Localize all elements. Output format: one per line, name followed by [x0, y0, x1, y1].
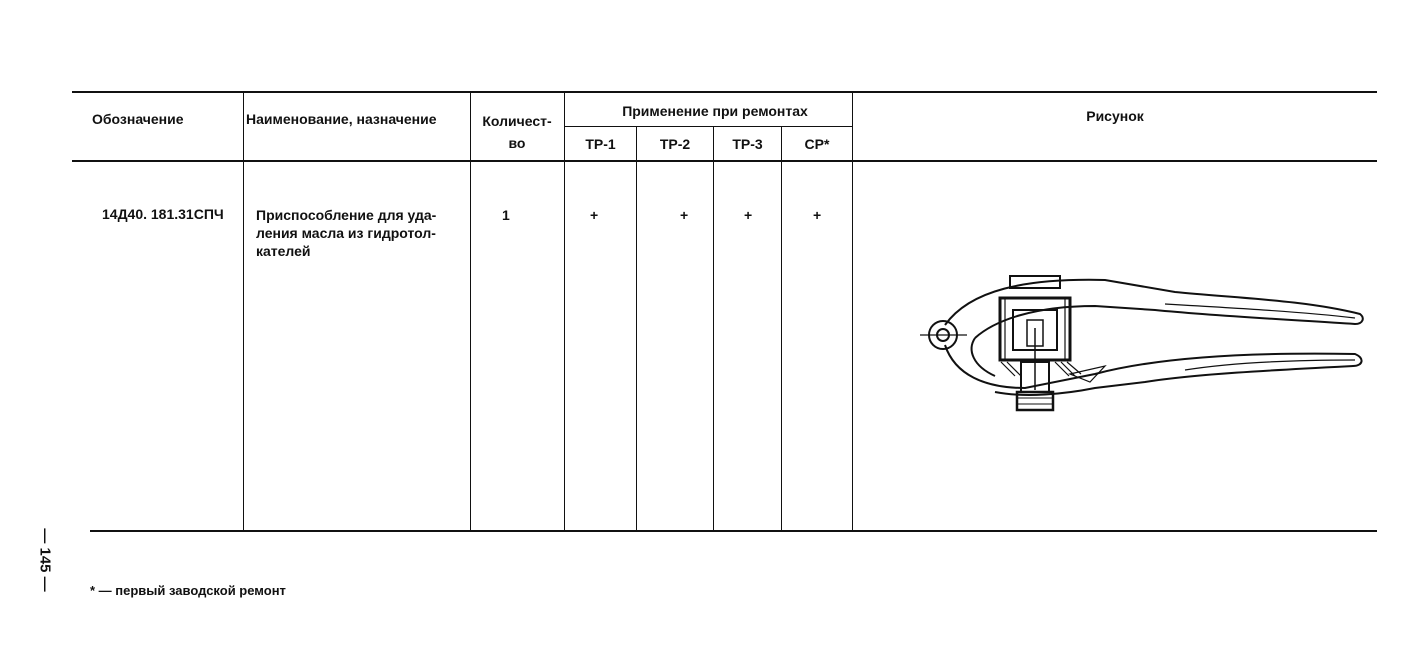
col-divider-4	[636, 126, 637, 531]
col-divider-3	[564, 91, 565, 531]
header-quantity-line2: во	[508, 135, 526, 151]
tool-drawing	[920, 275, 1364, 412]
application-subheader-rule	[565, 126, 852, 127]
header-tr2: ТР-2	[659, 136, 691, 152]
header-tr3: ТР-3	[732, 136, 763, 152]
row-name-line-2: ления масла из гидротол-	[256, 225, 436, 241]
row-name-line-1: Приспособление для уда-	[256, 207, 437, 223]
header-tr1: ТР-1	[585, 136, 616, 152]
table-top-rule	[72, 91, 1377, 93]
row-name-line-3: кателей	[256, 243, 311, 259]
header-bottom-rule	[72, 160, 1377, 162]
col-divider-6	[781, 126, 782, 531]
row-tr1-mark: +	[590, 207, 599, 223]
header-sr: СР*	[804, 136, 830, 152]
row-tr2-mark: +	[680, 207, 689, 223]
header-figure: Рисунок	[1086, 108, 1144, 124]
row-quantity: 1	[502, 207, 510, 223]
row-designation: 14Д40. 181.31СПЧ	[102, 206, 224, 222]
row-sr-mark: +	[813, 207, 822, 223]
row-name: Приспособление для уда- ления масла из г…	[256, 206, 466, 260]
header-quantity-line1: Количест-	[482, 113, 552, 129]
header-application: Применение при ремонтах	[622, 103, 808, 119]
col-divider-2	[470, 91, 471, 531]
header-name: Наименование, назначение	[246, 111, 437, 127]
footnote: * — первый заводской ремонт	[90, 583, 286, 598]
page-number-text: — 145 —	[36, 528, 54, 592]
col-divider-1	[243, 91, 244, 531]
header-designation: Обозначение	[92, 111, 184, 127]
table-bottom-rule	[90, 530, 1377, 532]
row-tr3-mark: +	[744, 207, 753, 223]
page-number: — 145 —	[25, 520, 65, 600]
col-divider-5	[713, 126, 714, 531]
col-divider-7	[852, 91, 853, 531]
